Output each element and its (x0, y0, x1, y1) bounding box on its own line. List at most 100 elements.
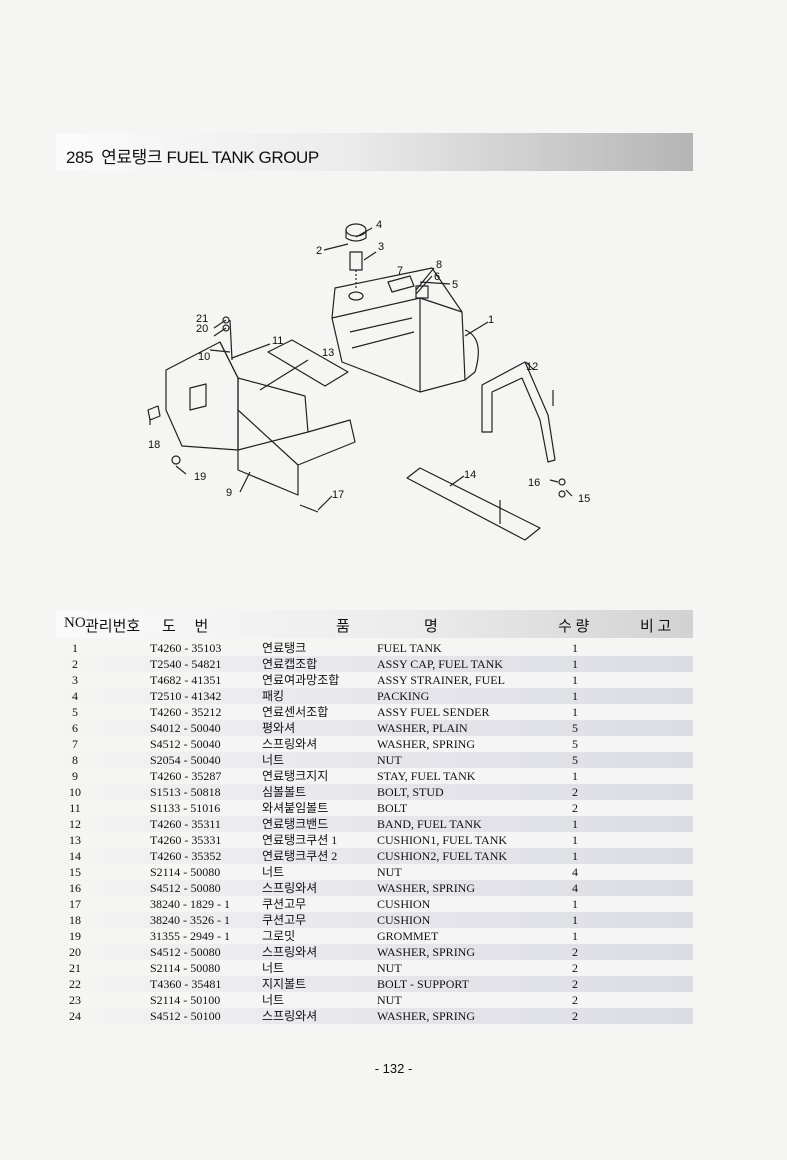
row-part-number: 38240 - 1829 - 1 (150, 897, 230, 911)
row-number: 23 (69, 993, 81, 1007)
row-quantity: 5 (572, 753, 578, 767)
row-number: 24 (69, 1009, 81, 1023)
row-quantity: 1 (572, 689, 578, 703)
row-english-name: PACKING (377, 689, 430, 703)
cushion-1 (267, 339, 349, 387)
exploded-parts-diagram: 1 2 3 4 5 6 7 8 9 10 11 12 13 14 15 16 1… (120, 210, 620, 555)
callout-19: 19 (194, 471, 206, 483)
row-english-name: BOLT, STUD (377, 785, 444, 799)
callout-5: 5 (452, 279, 458, 291)
stay-cutout (189, 383, 207, 411)
row-part-number: S4012 - 50040 (150, 721, 221, 735)
row-korean-name: 스프링와셔 (262, 737, 318, 751)
row-korean-name: 쿠션고무 (262, 897, 307, 911)
row-number: 7 (72, 737, 78, 751)
row-english-name: STAY, FUEL TANK (377, 769, 476, 783)
row-number: 9 (72, 769, 78, 783)
header-mgmt-number: 관리번호 (85, 619, 141, 635)
row-number: 14 (69, 849, 81, 863)
row-korean-name: 연료탱크 (262, 641, 307, 655)
callout-21: 21 (196, 313, 208, 325)
page-title-text: 연료탱크 FUEL TANK GROUP (101, 148, 319, 167)
row-quantity: 1 (572, 705, 578, 719)
callout-11: 11 (272, 335, 283, 347)
row-number: 6 (72, 721, 78, 735)
fuel-strainer (349, 251, 363, 271)
row-quantity: 1 (572, 897, 578, 911)
callout-18: 18 (148, 439, 160, 451)
row-part-number: S2054 - 50040 (150, 753, 221, 767)
row-english-name: NUT (377, 961, 402, 975)
row-number: 13 (69, 833, 81, 847)
page-title: 285 연료탱크 FUEL TANK GROUP (66, 143, 319, 168)
row-part-number: S2114 - 50100 (150, 993, 221, 1007)
row-part-number: S2114 - 50080 (150, 961, 221, 975)
page-title-number: 285 (66, 148, 94, 167)
page-number: - 132 - (374, 1061, 413, 1076)
cushion-18 (147, 405, 161, 421)
stay-bolt-21 (222, 316, 230, 324)
row-korean-name: 심볼볼트 (262, 785, 307, 799)
row-korean-name: 연료탱크쿠션 1 (262, 833, 338, 847)
row-quantity: 1 (572, 673, 578, 687)
row-part-number: T4682 - 41351 (150, 673, 222, 687)
row-english-name: GROMMET (377, 929, 439, 943)
row-quantity: 4 (572, 881, 578, 895)
callout-13: 13 (322, 347, 334, 359)
row-korean-name: 너트 (262, 993, 285, 1007)
header-name-right: 명 (424, 619, 438, 635)
header-name-left: 품 (336, 619, 350, 635)
row-number: 1 (72, 641, 78, 655)
row-english-name: BAND, FUEL TANK (377, 817, 482, 831)
callout-2: 2 (316, 245, 322, 257)
row-korean-name: 너트 (262, 961, 285, 975)
row-quantity: 1 (572, 929, 578, 943)
row-korean-name: 평와셔 (262, 721, 296, 735)
row-quantity: 2 (572, 993, 578, 1007)
callout-7: 7 (397, 265, 403, 277)
row-quantity: 1 (572, 833, 578, 847)
callout-labels: 1 2 3 4 5 6 7 8 9 10 11 12 13 14 15 16 1… (148, 219, 590, 505)
callout-15: 15 (578, 493, 590, 505)
row-korean-name: 연료캡조합 (262, 657, 318, 671)
callout-12: 12 (526, 361, 538, 373)
row-quantity: 1 (572, 657, 578, 671)
row-english-name: ASSY STRAINER, FUEL (377, 673, 505, 687)
row-korean-name: 스프링와셔 (262, 881, 318, 895)
row-number: 22 (69, 977, 81, 991)
row-quantity: 1 (572, 641, 578, 655)
table-row: 23 S2114 - 50100 너트 NUT 2 (56, 992, 693, 1008)
row-quantity: 2 (572, 785, 578, 799)
row-english-name: BOLT - SUPPORT (377, 977, 469, 991)
row-part-number: S1513 - 50818 (150, 785, 221, 799)
row-number: 15 (69, 865, 81, 879)
row-part-number: T2540 - 54821 (150, 657, 222, 671)
row-number: 5 (72, 705, 78, 719)
row-english-name: ASSY CAP, FUEL TANK (377, 657, 503, 671)
row-english-name: CUSHION (377, 913, 431, 927)
row-english-name: WASHER, PLAIN (377, 721, 468, 735)
header-quantity: 수 량 (558, 619, 590, 635)
row-english-name: NUT (377, 993, 402, 1007)
fuel-cap-skirt (345, 230, 367, 242)
stay-base (237, 409, 356, 466)
callout-20: 20 (196, 323, 208, 335)
row-number: 8 (72, 753, 78, 767)
row-number: 20 (69, 945, 81, 959)
row-number: 21 (69, 961, 81, 975)
fuel-tank-top-edge (331, 297, 463, 319)
row-quantity: 2 (572, 1009, 578, 1023)
row-korean-name: 연료센서조합 (262, 705, 329, 719)
row-english-name: NUT (377, 865, 402, 879)
row-english-name: CUSHION2, FUEL TANK (377, 849, 508, 863)
